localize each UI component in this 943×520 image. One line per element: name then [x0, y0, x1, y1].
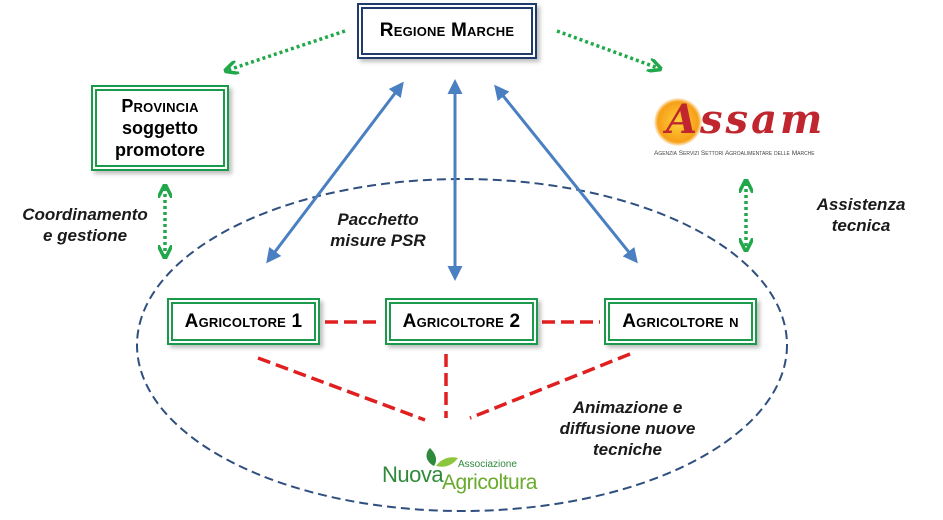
cluster-ellipse: [136, 178, 788, 512]
arrow-regione-agrn: [494, 84, 638, 264]
label-assistenza: Assistenza tecnica: [796, 194, 926, 236]
node-agricoltore-1: Agricoltore 1: [167, 298, 320, 345]
node-agricoltore-2: Agricoltore 2: [385, 298, 538, 345]
assam-logo-wordmark: Assam: [666, 96, 826, 143]
link-agr1-nuova: [257, 356, 426, 422]
nuova-agricoltura-logo: Associazione Nuova Agricoltura: [382, 446, 542, 496]
label-pacchetto: Pacchetto misure PSR: [318, 209, 438, 251]
assam-logo: Assam Agenzia Servizi Settori Agroalimen…: [648, 96, 838, 166]
arrow-regione-agr1: [266, 81, 404, 264]
node-regione-marche: Regione Marche: [357, 3, 537, 59]
nuova-logo-word2: Agricoltura: [442, 471, 537, 494]
node-agricoltore-n: Agricoltore n: [604, 298, 757, 345]
node-provincia-line2: soggetto: [122, 118, 198, 138]
nuova-logo-word1: Nuova: [382, 462, 444, 487]
node-provincia: Provincia soggetto promotore: [91, 85, 229, 171]
label-animazione: Animazione e diffusione nuove tecniche: [545, 397, 710, 460]
label-coordinamento-line1: Coordinamento: [22, 205, 148, 224]
node-provincia-line1: Provincia: [121, 96, 199, 116]
label-coordinamento: Coordinamento e gestione: [10, 204, 160, 246]
label-animazione-line2: diffusione nuove: [559, 419, 696, 438]
node-provincia-line3: promotore: [115, 140, 205, 160]
node-agricoltore-1-label: Agricoltore 1: [184, 310, 303, 332]
arrow-regione-provincia: [228, 29, 346, 70]
label-assistenza-line2: tecnica: [831, 216, 891, 235]
sun-icon: [654, 98, 702, 146]
leaf-icon: [426, 448, 458, 467]
label-pacchetto-line2: misure PSR: [330, 231, 426, 250]
label-coordinamento-line2: e gestione: [42, 226, 128, 245]
red-links: [257, 320, 631, 422]
psr-arrows: [266, 79, 638, 281]
label-assistenza-line1: Assistenza: [816, 195, 906, 214]
label-animazione-line3: tecniche: [593, 440, 662, 459]
green-links: [165, 29, 746, 255]
node-agricoltore-2-label: Agricoltore 2: [402, 310, 521, 332]
nuova-logo-association: Associazione: [458, 459, 517, 470]
node-agricoltore-n-label: Agricoltore n: [622, 310, 739, 332]
node-regione-label: Regione Marche: [379, 20, 515, 41]
arrow-regione-assam: [556, 29, 658, 68]
link-agrn-nuova: [469, 352, 631, 420]
assam-logo-subtitle: Agenzia Servizi Settori Agroalimentare d…: [654, 150, 815, 157]
label-pacchetto-line1: Pacchetto: [337, 210, 419, 229]
label-animazione-line1: Animazione e: [572, 398, 683, 417]
